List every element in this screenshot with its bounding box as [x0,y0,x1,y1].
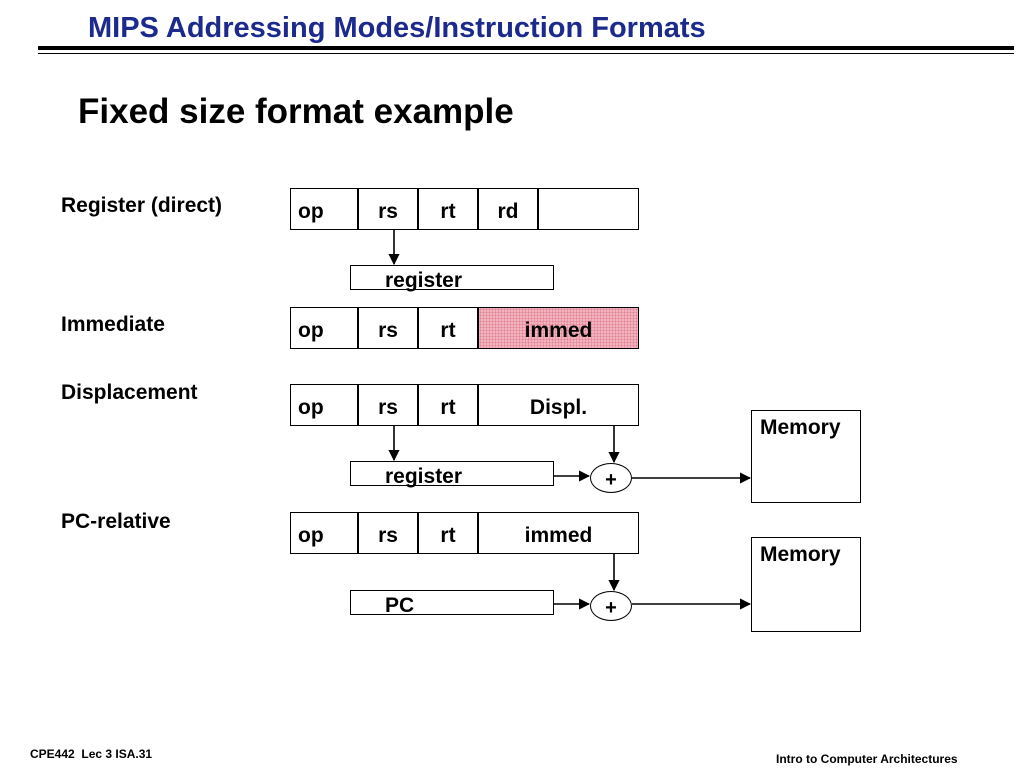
memory-label: Memory [760,543,841,566]
register-box: register [350,461,554,488]
field-op: op [290,307,358,349]
field-rd: rd [478,188,538,230]
memory-box: Memory [751,410,861,503]
field-rs: rs [358,307,418,349]
mode-label-displacement: Displacement [61,381,198,404]
field-unused [538,188,639,230]
mode-label-immediate: Immediate [61,313,165,336]
field-op: op [290,512,358,554]
memory-box: Memory [751,537,861,632]
memory-label: Memory [760,416,841,439]
field-rt: rt [418,384,478,426]
field-displ: Displ. [478,384,639,426]
field-rt: rt [418,307,478,349]
adder: + [590,463,632,493]
pc-box: PC [350,590,554,617]
field-rt: rt [418,188,478,230]
pc-box-label: PC [385,594,415,617]
mode-label-pc-relative: PC-relative [61,510,171,533]
slide-subtitle: Fixed size format example [78,92,514,131]
adder: + [590,591,632,621]
register-box-label: register [385,465,463,488]
field-immed: immed [478,512,639,554]
register-box: register [350,265,554,292]
field-rs: rs [358,512,418,554]
register-box-label: register [385,269,463,292]
field-rt: rt [418,512,478,554]
footer-right: Intro to Computer Architectures [776,752,958,766]
title-rule-thin [38,53,1014,54]
field-op: op [290,384,358,426]
field-rs: rs [358,384,418,426]
field-rs: rs [358,188,418,230]
title-rule [38,46,1014,50]
mode-label-register-direct: Register (direct) [61,194,223,217]
field-op: op [290,188,358,230]
footer-left: CPE442 Lec 3 ISA.31 [30,747,153,761]
slide-title: MIPS Addressing Modes/Instruction Format… [88,12,706,44]
field-immed-highlighted: immed [478,307,639,349]
